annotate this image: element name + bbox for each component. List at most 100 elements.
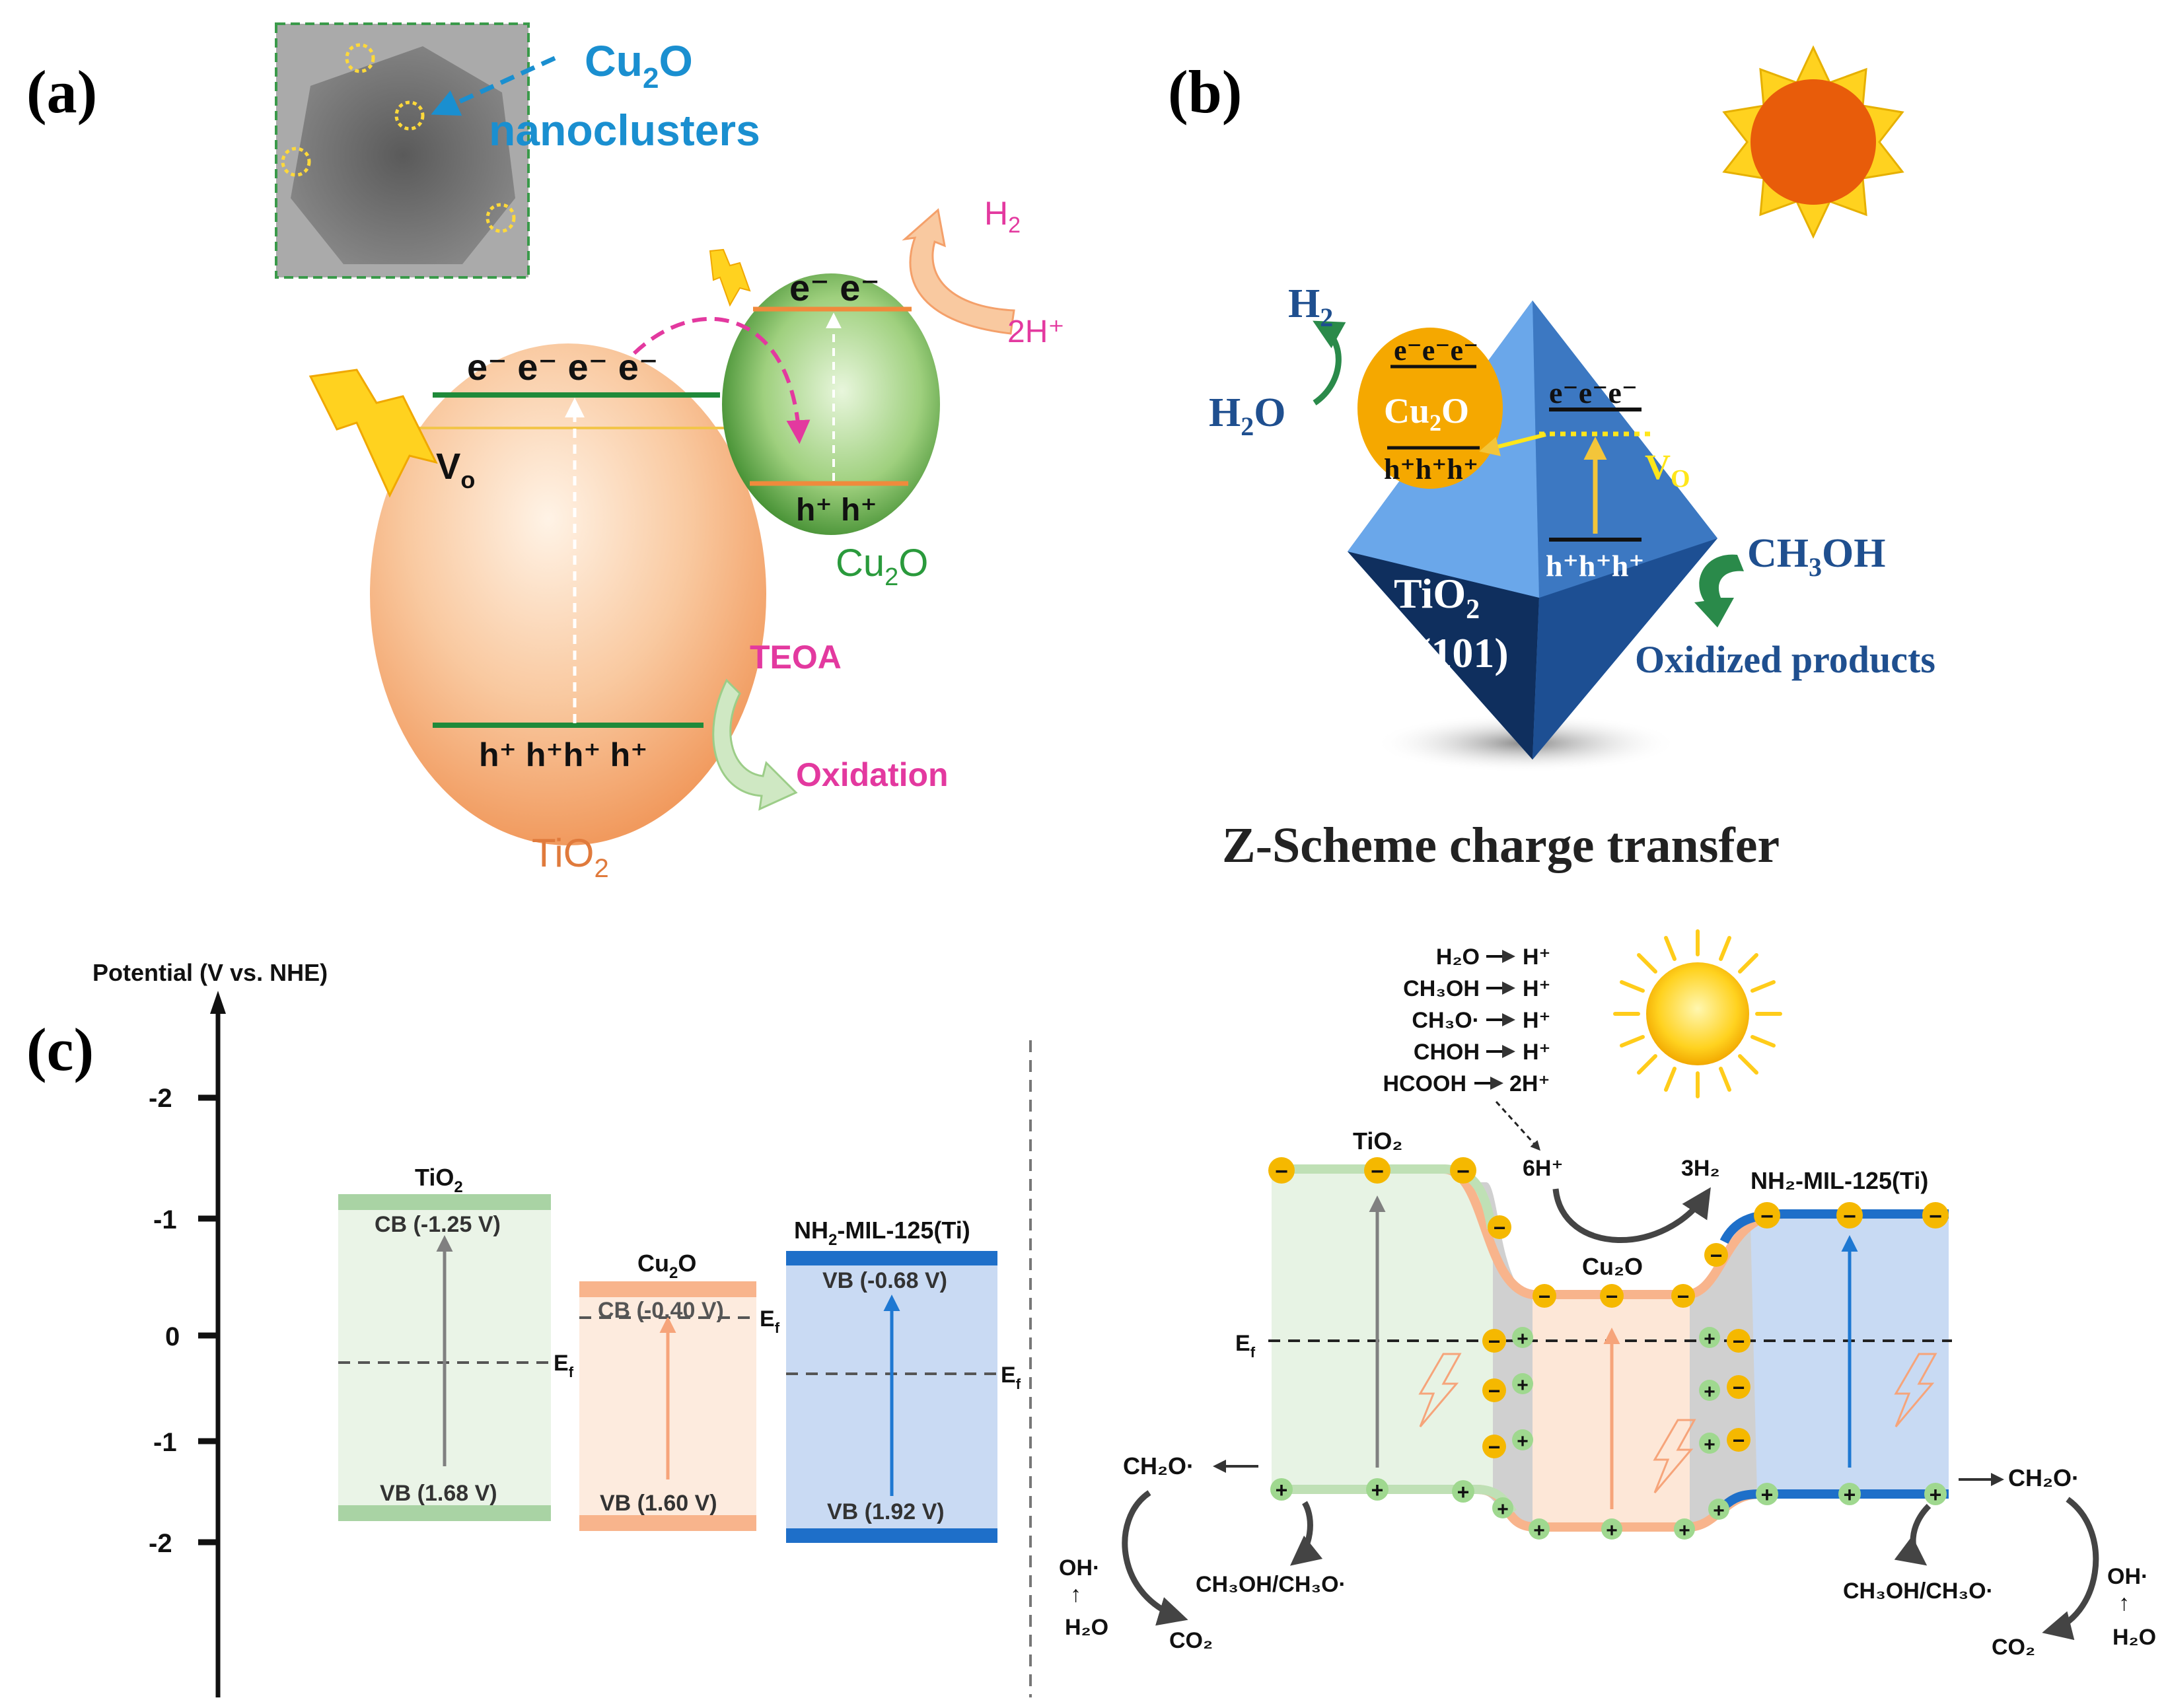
electron: − <box>1488 1215 1511 1240</box>
tio2-vb-label: VB (1.68 V) <box>380 1481 497 1506</box>
hole: + <box>1512 1429 1533 1452</box>
svg-text:+: + <box>1713 1500 1725 1522</box>
six-h-label: 6H⁺ <box>1523 1156 1563 1181</box>
panel-a-label: (a) <box>26 58 97 125</box>
hole: + <box>1699 1380 1720 1403</box>
lightning-bolt-icon <box>308 369 438 498</box>
cu2o-holes: h⁺h⁺h⁺ <box>1384 453 1478 485</box>
tio2-holes: h⁺ h⁺h⁺ h⁺ <box>479 736 648 773</box>
electron: − <box>1704 1243 1728 1267</box>
tio2-label: TiO2 <box>1394 570 1480 625</box>
svg-text:−: − <box>1494 1216 1506 1240</box>
cb-line-mil <box>1719 1209 1949 1244</box>
cu2o-holes: h⁺ h⁺ <box>796 493 877 528</box>
svg-text:+: + <box>1704 1381 1715 1403</box>
svg-text:+: + <box>1497 1499 1509 1520</box>
proton-collect-arrow <box>1495 1100 1541 1151</box>
mil-vb-edge <box>786 1528 997 1543</box>
tio2-electrons: e⁻e⁻e⁻ <box>1549 376 1638 409</box>
nanocluster-marker <box>345 43 375 73</box>
electron-transfer-arrow <box>632 316 811 445</box>
cb-line-tio2 <box>1272 1164 1496 1230</box>
fermi-label: Ef <box>1235 1331 1256 1361</box>
mil-band: NH2-MIL-125(Ti) VB (-0.68 V) VB (1.92 V)… <box>786 1217 1021 1543</box>
three-h2-label: 3H₂ <box>1681 1156 1720 1181</box>
hole: + <box>1756 1483 1778 1507</box>
hole-markers: + + + + + + + + + + + + + + + + + <box>1270 1327 1947 1542</box>
cu2o-cb-edge <box>579 1281 756 1297</box>
svg-text:+: + <box>1533 1520 1545 1542</box>
sun-icon <box>1722 45 1904 239</box>
octahedron-face-bottom-right <box>1533 538 1717 760</box>
hole: + <box>1366 1478 1389 1502</box>
tio2-region-label: TiO₂ <box>1353 1127 1402 1155</box>
reaction-reactant: CH₃O· <box>1412 1008 1480 1033</box>
ch2o-label: CH₂O· <box>1123 1452 1194 1479</box>
h2-label: H2 <box>984 195 1021 238</box>
h2o-label: H₂O <box>1065 1615 1108 1640</box>
hole: + <box>1674 1518 1695 1542</box>
electron: − <box>1533 1284 1556 1308</box>
tio2-electrons: e⁻ e⁻ e⁻ e⁻ <box>467 346 659 388</box>
vb-line-mil <box>1717 1489 1949 1513</box>
svg-text:−: − <box>1371 1159 1384 1184</box>
axis-title: Potential (V vs. NHE) <box>92 959 328 986</box>
tio2-band: TiO2 CB (-1.25 V) VB (1.68 V) Ef <box>338 1164 574 1521</box>
electron: − <box>1671 1284 1695 1308</box>
svg-text:−: − <box>1710 1244 1723 1267</box>
tio2-region <box>1272 1169 1493 1494</box>
reaction-reactant: H₂O <box>1436 944 1480 970</box>
cu2o-vb-label: VB (1.60 V) <box>600 1491 717 1516</box>
lightning-bolt-icon <box>709 248 751 307</box>
electron: − <box>1268 1157 1295 1184</box>
h2o-label: H2O <box>1209 390 1285 441</box>
reaction-product: H⁺ <box>1523 976 1551 1001</box>
tio2-label: TiO2 <box>532 831 609 883</box>
svg-text:−: − <box>1733 1330 1745 1353</box>
svg-text:−: − <box>1760 1204 1774 1229</box>
cu2o-cb-label: CB (-0.40 V) <box>598 1298 724 1323</box>
nanocluster-marker <box>281 147 311 177</box>
radical-cycle-arrow <box>1289 1501 1323 1566</box>
panel-c-label: (c) <box>26 1016 94 1083</box>
svg-text:−: − <box>1606 1285 1618 1308</box>
svg-text:−: − <box>1733 1429 1745 1452</box>
inset-label-cu2o: Cu2O <box>585 36 693 94</box>
cu2o-label: Cu2O <box>1384 391 1469 436</box>
two-h-plus-label: 2H⁺ <box>1007 314 1065 349</box>
svg-text:+: + <box>1517 1431 1529 1452</box>
cu2o-band: Cu2O CB (-0.40 V) VB (1.60 V) Ef <box>579 1250 780 1531</box>
electron: − <box>1727 1428 1751 1452</box>
svg-text:−: − <box>1929 1204 1942 1229</box>
nanocluster-marker <box>486 203 516 233</box>
tio2-cb-label: CB (-1.25 V) <box>375 1212 501 1237</box>
electron: − <box>1482 1378 1506 1403</box>
inset-label-nanoclusters: nanoclusters <box>489 106 760 155</box>
svg-text:−: − <box>1843 1204 1856 1229</box>
hole: + <box>1838 1483 1861 1507</box>
oxidation-label: Oxidation <box>796 756 949 793</box>
reaction-product: H⁺ <box>1523 1008 1551 1033</box>
sun-icon <box>1613 929 1782 1098</box>
oxidation-cycle-arrow <box>2042 1497 2099 1641</box>
panel-b-caption: Z-Scheme charge transfer <box>1222 818 1780 873</box>
tio2-vacancy-label: Vo <box>436 445 475 493</box>
hole: + <box>1492 1497 1513 1520</box>
co2-label: CO₂ <box>1992 1635 2035 1660</box>
reaction-product: H⁺ <box>1523 944 1551 970</box>
methanol-oxidation-arrow <box>1694 554 1744 627</box>
svg-text:−: − <box>1733 1376 1745 1400</box>
octahedron-face-right <box>1533 301 1717 598</box>
up-arrow-icon: ↑ <box>2118 1590 2130 1616</box>
svg-text:−: − <box>1538 1285 1551 1308</box>
oh-radical-label: OH· <box>1059 1555 1100 1581</box>
panel-c-right: H₂O CH₃OH CH₃O· CHOH HCOOH H⁺ H⁺ H⁺ H⁺ 2… <box>1059 929 2156 1660</box>
reaction-reactant: HCOOH <box>1383 1071 1466 1096</box>
electron: − <box>1482 1435 1506 1459</box>
hole: + <box>1924 1483 1947 1507</box>
axis-tick-label: -2 <box>149 1529 172 1558</box>
reaction-product: H⁺ <box>1523 1040 1551 1065</box>
tio2-holes: h⁺h⁺h⁺ <box>1546 549 1645 583</box>
light-icon <box>1653 1419 1696 1493</box>
svg-text:+: + <box>1679 1520 1690 1542</box>
